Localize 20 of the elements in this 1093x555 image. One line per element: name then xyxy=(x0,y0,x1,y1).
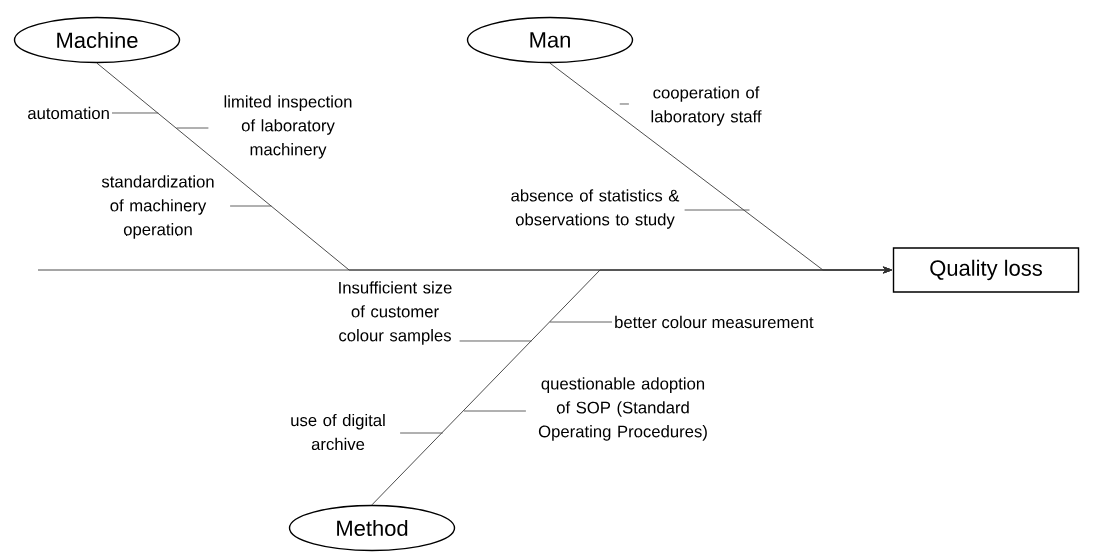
leader-line xyxy=(549,321,613,323)
leader-line xyxy=(111,112,159,114)
spine-arrow xyxy=(37,266,892,274)
leader-line xyxy=(463,410,527,412)
cause-label: cooperation of laboratory staff xyxy=(651,86,762,126)
leader-line xyxy=(229,205,272,207)
leader-line xyxy=(399,432,444,434)
cause-label: limited inspection of laboratory machinery xyxy=(224,95,352,159)
cause-label: Insufficient size of customer colour samples xyxy=(339,281,452,345)
cause-label: automation xyxy=(28,106,109,120)
leader-line xyxy=(684,209,750,211)
leader-line xyxy=(176,127,209,129)
leader-line xyxy=(619,103,630,105)
cause-label: questionable adoption of SOP (Standard Operating Procedures) xyxy=(538,377,707,441)
leader-line xyxy=(459,340,532,342)
cause-label: better colour measurement xyxy=(615,315,814,329)
cause-label: use of digital archive xyxy=(291,413,385,451)
cause-label: standardization of machinery operation xyxy=(101,175,214,239)
effect-box: Quality loss xyxy=(892,247,1080,293)
cause-label: absence of statistics & observations to study xyxy=(511,189,680,229)
